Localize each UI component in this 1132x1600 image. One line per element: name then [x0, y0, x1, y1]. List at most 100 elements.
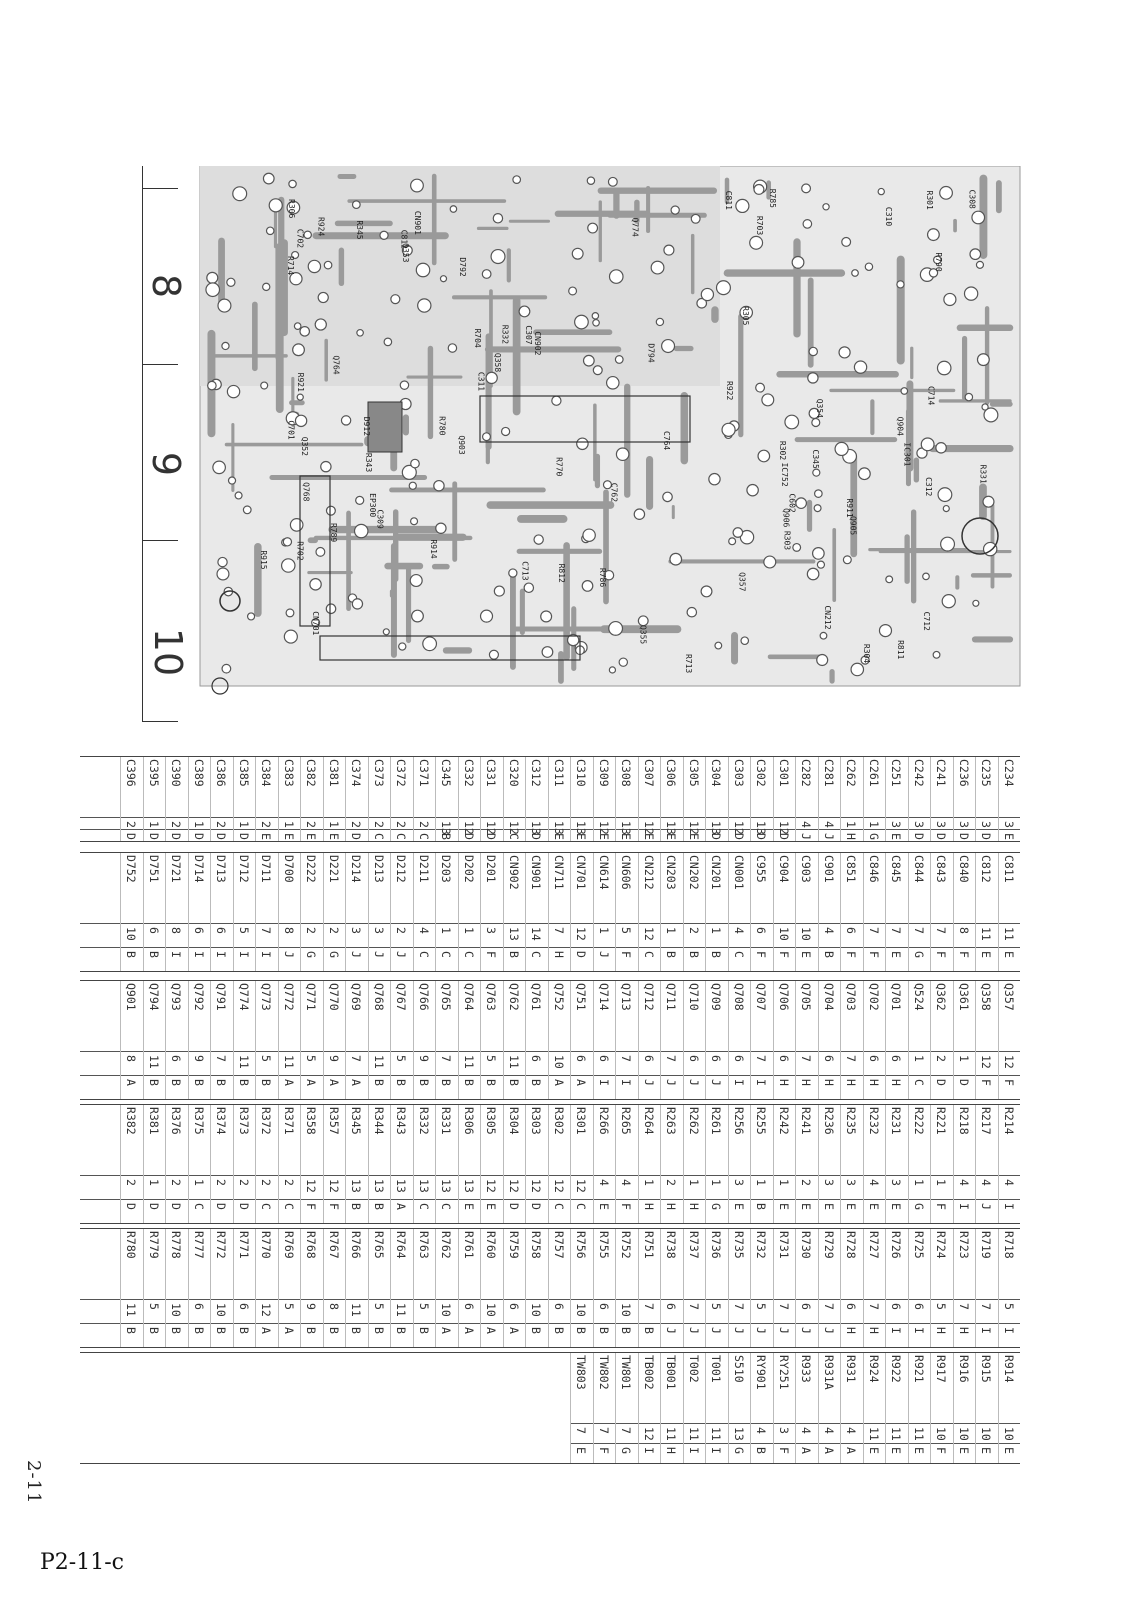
solder-pad — [740, 636, 750, 646]
cell-text: 1 — [911, 1055, 926, 1062]
cell-text: 7 — [596, 1427, 611, 1434]
cell-text: Q774 — [236, 983, 251, 1011]
cell-text: 1 — [146, 821, 161, 828]
cell-text: C371 — [416, 759, 431, 787]
cell-text: G — [911, 951, 926, 958]
solder-pad — [325, 505, 336, 516]
solder-pad — [435, 522, 447, 534]
pcb-label: R704 — [473, 329, 482, 348]
solder-pad — [576, 437, 589, 451]
cell-text: D201 — [484, 855, 498, 883]
cell-text: C — [529, 951, 543, 958]
cell-text: H — [641, 1203, 656, 1210]
cell-text: Q524 — [911, 983, 926, 1011]
pcb-label: IC301 — [902, 442, 911, 466]
cell-text: TW802 — [596, 1355, 611, 1390]
cell-text: Q707 — [754, 983, 768, 1011]
table-separator — [80, 1175, 1020, 1176]
cell-text: Q362 — [934, 983, 948, 1011]
pcb-label: Q353 — [401, 243, 410, 262]
cell-text: 6 — [889, 1055, 903, 1062]
cell-text: I — [1001, 1327, 1016, 1334]
solder-pad — [479, 609, 494, 623]
cell-text: 2 — [169, 1179, 183, 1186]
pcb-label: C714 — [927, 386, 936, 405]
cell-text: 6 — [866, 1055, 881, 1062]
cell-text: D — [124, 1203, 138, 1210]
table-separator — [80, 1051, 1020, 1052]
pcb-label: R343 — [364, 453, 373, 472]
cell-text: R222 — [911, 1107, 926, 1135]
cell-text: 3 — [911, 821, 926, 828]
cell-text: 7 — [799, 1055, 813, 1062]
cell-text: B — [259, 1079, 273, 1086]
cell-text: 13 — [731, 1427, 746, 1441]
solder-pad — [615, 447, 630, 462]
cell-text: C386 — [214, 759, 228, 787]
cell-text: R921 — [911, 1355, 926, 1383]
solder-pad — [523, 582, 535, 594]
cell-text: 2 — [124, 821, 138, 828]
solder-pad — [928, 268, 939, 278]
cell-text: F — [934, 951, 948, 958]
cell-text: 13 — [349, 1179, 363, 1193]
ruler-mark-8: 8 — [144, 273, 189, 299]
cell-text: 3 — [821, 1179, 836, 1186]
solder-pad — [382, 628, 390, 636]
cell-text: I — [641, 1447, 656, 1454]
cell-text: H — [956, 1327, 971, 1334]
cell-text: D — [934, 833, 948, 840]
pcb-label: R780 — [438, 416, 447, 435]
cell-text: 10 — [956, 1427, 971, 1441]
solder-pad — [493, 585, 505, 597]
cell-text: R304 — [506, 1107, 521, 1135]
cell-text: R724 — [934, 1231, 948, 1259]
cell-text: 11 — [709, 1427, 723, 1441]
cell-text: B — [416, 1079, 431, 1086]
cell-text: 7 — [934, 927, 948, 934]
cell-text: 12 — [304, 1179, 318, 1193]
cell-text: E — [799, 951, 813, 958]
cell-text: 2 — [394, 927, 408, 934]
cell-text: 5 — [236, 927, 251, 934]
cell-text: E — [484, 1203, 498, 1210]
cell-text: 4 — [1001, 1179, 1016, 1186]
cell-text: 6 — [821, 1055, 836, 1062]
cell-text: 7 — [551, 927, 566, 934]
cell-text: C901 — [821, 855, 836, 883]
pcb-label: R812 — [557, 564, 566, 583]
ruler-tick — [142, 188, 178, 189]
cell-text: R232 — [866, 1107, 881, 1135]
pcb-component-labels: IC752IC301CN701CN901CN902CN212R702R703R7… — [259, 189, 987, 674]
cell-text: 2 — [259, 1179, 273, 1186]
cell-text: 6 — [664, 1303, 678, 1310]
cell-text: Q901 — [124, 983, 138, 1011]
cell-text: C312 — [529, 759, 543, 787]
cell-text: E — [776, 1203, 791, 1210]
cell-text: B — [551, 1327, 566, 1334]
cell-text: C282 — [799, 759, 813, 787]
cell-text: 5 — [934, 1303, 948, 1310]
